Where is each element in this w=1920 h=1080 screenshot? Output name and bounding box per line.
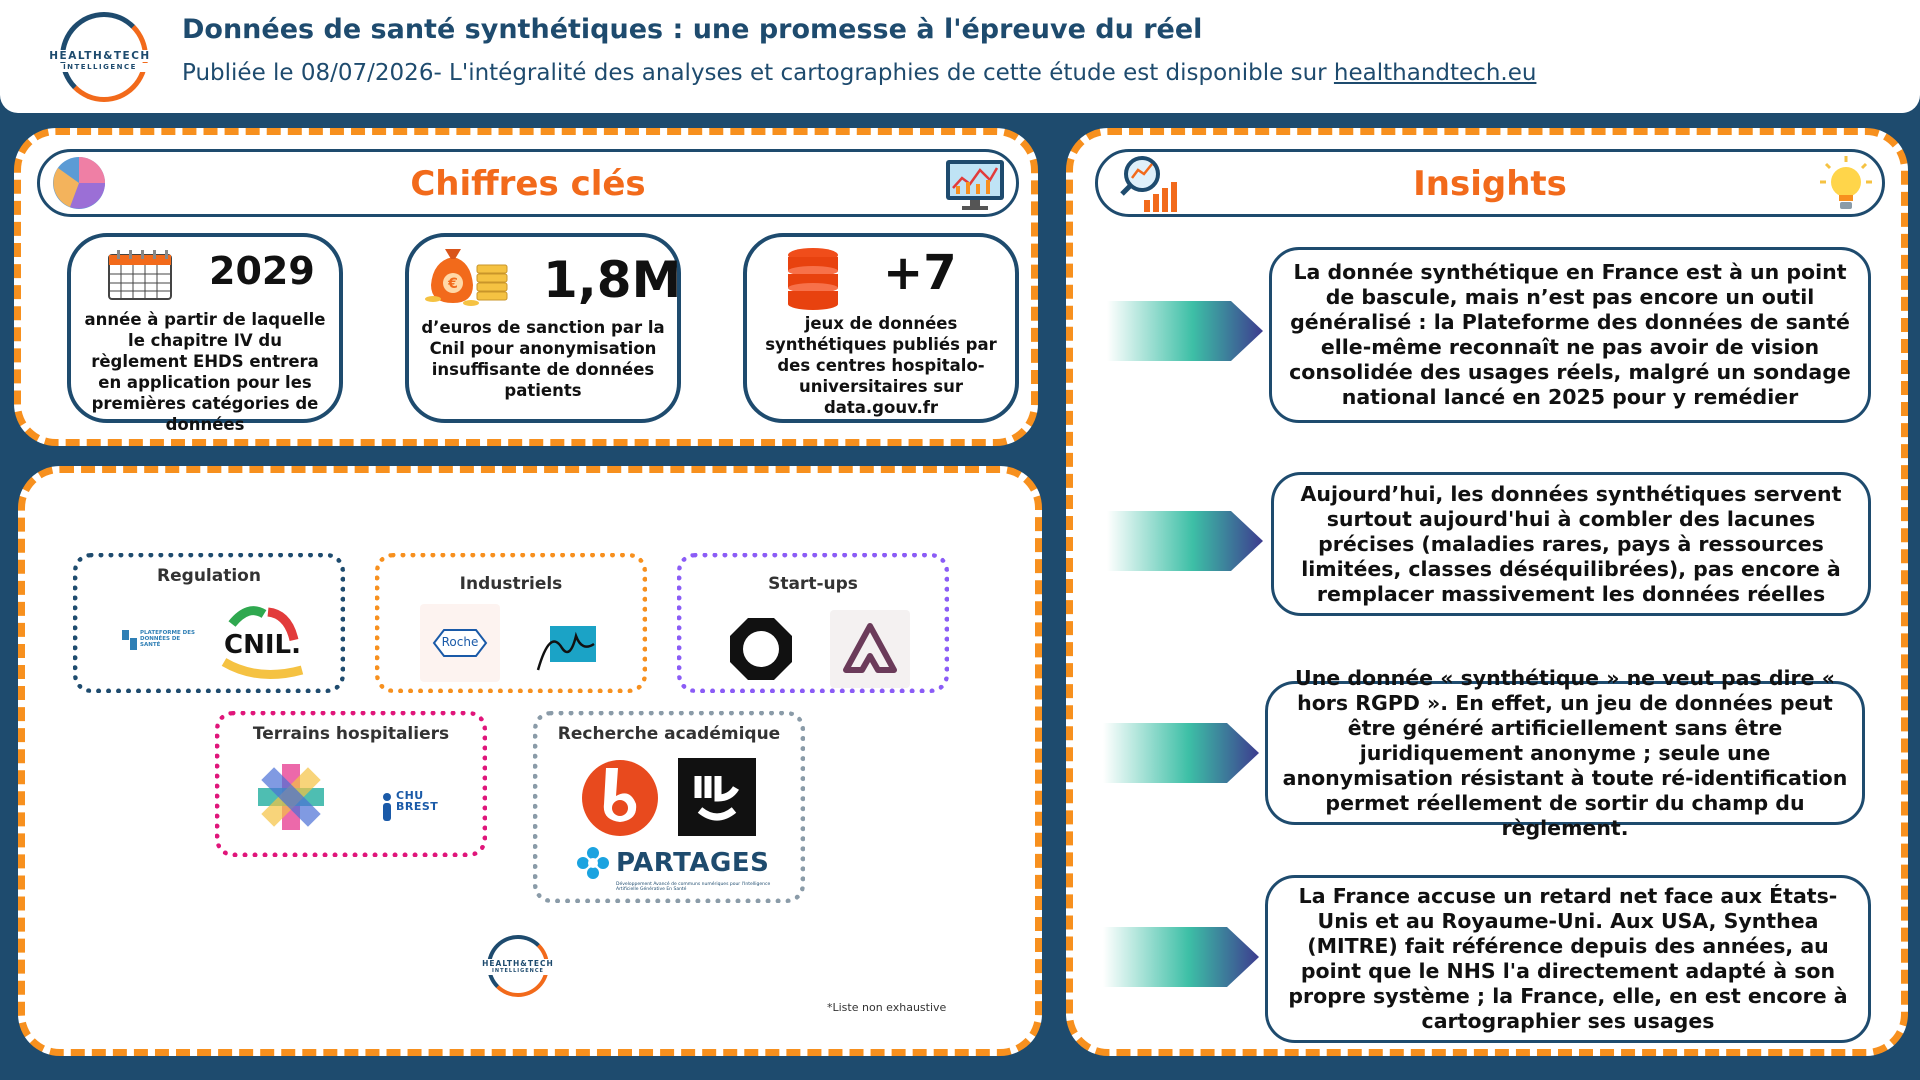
orange-research-logo[interactable] (580, 758, 660, 838)
key-figures-title-bar: Chiffres clés (37, 149, 1019, 217)
site-link[interactable]: healthandtech.eu (1333, 60, 1537, 86)
header: HEALTH&TECH INTELLIGENCE Données de sant… (0, 0, 1920, 113)
category-regulation: Regulation PLATEFORME DES DONNÉES DE SAN… (73, 553, 345, 693)
stat-value-datasets: +7 (883, 245, 957, 301)
insight-arrow-4 (1103, 927, 1259, 987)
footnote: *Liste non exhaustive (827, 1001, 947, 1014)
roche-hexagon-icon (432, 629, 488, 657)
logo-line2: INTELLIGENCE (50, 63, 150, 72)
insight-arrow-2 (1107, 511, 1263, 571)
category-startups: Start-ups (677, 553, 949, 693)
pds-mark-icon (122, 630, 137, 650)
subtitle-text: Publiée le 08/07/2026- L'intégralité des… (182, 60, 1334, 86)
database-icon (788, 248, 838, 310)
monitor-chart-icon (946, 160, 1004, 210)
insight-card-1: La donnée synthétique en France est à un… (1269, 247, 1871, 423)
insights-title-bar: Insights (1095, 149, 1885, 217)
insight-arrow-3 (1103, 723, 1259, 783)
triangle-startup-logo[interactable] (830, 610, 910, 688)
partages-tagline: Développement Avancé de communs numériqu… (616, 882, 771, 892)
partages-flower-icon (577, 847, 609, 879)
chu-logo-text: CHU BREST (396, 789, 439, 813)
category-industriels: Industriels Roche (375, 553, 647, 693)
black-research-logo[interactable] (678, 758, 756, 836)
pie-chart-icon (53, 157, 105, 209)
category-label-industriels: Industriels (459, 574, 563, 594)
footer-logo-line1: HEALTH&TECH (473, 959, 563, 968)
key-figures-title: Chiffres clés (410, 164, 646, 204)
category-research: Recherche académique PARTAGES Développem… (533, 711, 805, 903)
insight-card-2: Aujourd’hui, les données synthétiques se… (1271, 472, 1871, 616)
cnil-logo-text: CNIL. (224, 630, 301, 660)
stat-value-2029: 2029 (209, 249, 315, 293)
category-label-hospitals: Terrains hospitaliers (252, 724, 450, 744)
insight-arrow-1 (1107, 301, 1263, 361)
chu-brest-logo[interactable]: CHU BREST (380, 788, 440, 828)
ecosystem-panel: Regulation PLATEFORME DES DONNÉES DE SAN… (18, 466, 1042, 1056)
cnil-logo-art (221, 606, 304, 679)
stat-card-2029: 2029 année à partir de laquelle le chapi… (67, 233, 343, 434)
insights-panel: Insights La donnée synthétique en France… (1066, 128, 1908, 1056)
logo-line1: HEALTH&TECH (40, 50, 160, 62)
partages-logo[interactable]: PARTAGES Développement Avancé de communs… (576, 846, 772, 894)
svg-text:€: € (447, 276, 458, 292)
stat-card-datasets: +7 jeux de données synthétiques publiés … (743, 233, 1019, 423)
roche-logo-text: Roche (441, 635, 479, 649)
industrial-logo[interactable] (536, 618, 600, 674)
chu-mark-icon (383, 793, 391, 821)
stat-card-sanction: € 1,8M d’euros de sanction par la Cnil p… (405, 233, 681, 423)
insight-card-4: La France accuse un retard net face aux … (1265, 875, 1871, 1043)
triangle-logo-art (843, 623, 897, 673)
insights-title: Insights (1413, 164, 1567, 204)
cnil-logo[interactable]: CNIL. (218, 604, 308, 680)
stat-desc-sanction: d’euros de sanction par la Cnil pour ano… (421, 318, 665, 400)
stat-value-sanction: 1,8M (543, 251, 682, 309)
hospital-star-logo[interactable] (256, 762, 326, 832)
black-logo-art (694, 776, 740, 821)
category-label-startups: Start-ups (768, 574, 858, 594)
magnifier-chart-icon (1120, 156, 1177, 212)
key-figures-panel: Chiffres clés 2029 année à partir de laq… (14, 128, 1038, 446)
partages-logo-text: PARTAGES (616, 848, 770, 878)
insight-card-3: Une donnée « synthétique » ne veut pas d… (1265, 666, 1865, 840)
category-label-regulation: Regulation (157, 566, 261, 586)
page-title: Données de santé synthétiques : une prom… (182, 14, 1203, 45)
category-label-research: Recherche académique (557, 724, 781, 744)
roche-logo[interactable]: Roche (420, 604, 500, 682)
octagon-startup-logo[interactable] (728, 616, 794, 682)
pds-logo-text: PLATEFORME DES DONNÉES DE SANTÉ (140, 630, 195, 648)
stat-desc-2029: année à partir de laquelle le chapitre I… (84, 310, 326, 434)
footer-logo[interactable]: HEALTH&TECH INTELLIGENCE (473, 935, 563, 1001)
page-subtitle: Publiée le 08/07/2026- L'intégralité des… (182, 60, 1536, 86)
footer-logo-line2: INTELLIGENCE (481, 968, 555, 975)
calendar-icon (108, 250, 172, 300)
health-tech-logo[interactable]: HEALTH&TECH INTELLIGENCE (40, 12, 160, 104)
lightbulb-icon (1820, 156, 1872, 209)
category-hospitals: Terrains hospitaliers CHU BREST (215, 711, 487, 857)
money-bag-icon: € (425, 249, 508, 306)
stat-desc-datasets: jeux de données synthétiques publiés par… (765, 314, 997, 417)
industrial-logo-art (536, 626, 596, 671)
